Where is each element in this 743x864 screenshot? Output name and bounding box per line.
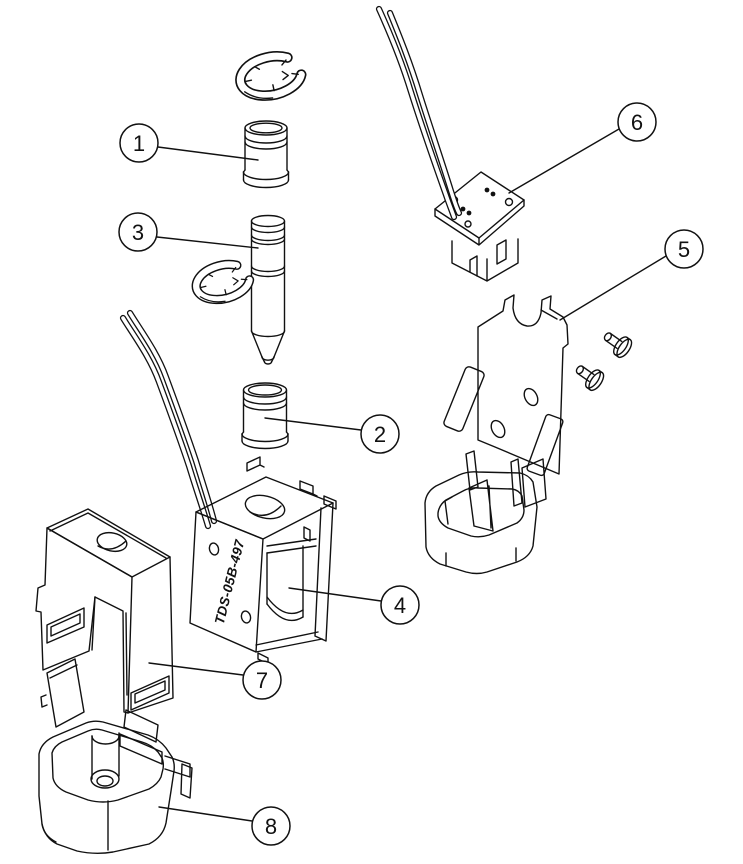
svg-text:7: 7 [256,668,268,693]
cup-outer-rim [424,471,538,575]
pcb-wires [375,5,463,221]
callout-1: 1 [119,123,259,163]
retaining-ring-top [237,51,305,104]
svg-text:4: 4 [394,593,406,618]
callout-3: 3 [118,212,259,252]
svg-text:5: 5 [678,237,690,262]
base-tube-bottom [90,769,120,789]
cover-right-face [127,556,174,714]
part-7-cover-bracket [35,508,174,714]
coil-lead-wires [119,309,218,530]
rivet-2 [575,365,605,392]
bracket-plate [477,294,569,475]
base-inner-rim [51,728,165,803]
connector-block [451,238,519,282]
part-4-solenoid-coil: TDS-05B-497 [189,456,337,665]
callouts: 1 3 2 4 5 6 7 [118,102,704,846]
base-outer-shell [38,720,175,854]
svg-text:8: 8 [265,814,277,839]
spring-plate [40,658,85,728]
callout-4: 4 [288,585,420,625]
part-1-sleeve [242,120,290,189]
callout-5: 5 [559,229,704,321]
coil-top-hole [244,494,286,520]
bracket-right-pad [526,413,564,477]
svg-text:3: 3 [132,220,144,245]
svg-text:6: 6 [631,110,643,135]
callout-8: 8 [158,806,291,846]
part-2-sleeve [241,382,289,450]
callout-7: 7 [148,660,282,700]
cover-slot-right [130,675,170,711]
svg-text:2: 2 [374,422,386,447]
retaining-ring-mid [192,259,253,307]
part-3-plunger [250,214,286,365]
part-8-base-housing [38,709,193,854]
cup-inner-rim [437,487,525,538]
part-6-pcb-assembly [434,171,525,282]
part-5-bracket-assembly [424,294,569,575]
svg-text:1: 1 [133,131,145,156]
rivet-1 [603,332,633,359]
cover-slot-left [46,607,85,644]
callout-2: 2 [264,414,400,454]
callout-6: 6 [508,102,657,194]
base-latch-arm [164,755,191,778]
bracket-left-pad [443,366,485,432]
